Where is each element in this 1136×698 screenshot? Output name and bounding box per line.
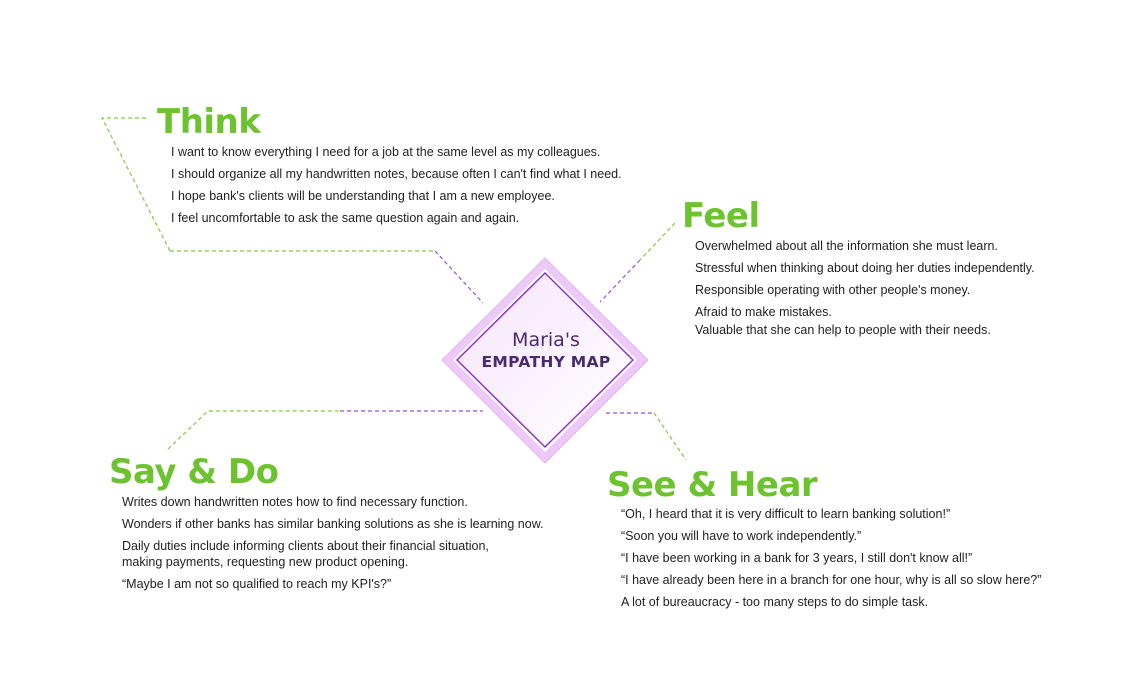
- feel-heading: Feel: [682, 196, 760, 236]
- say-do-item: Writes down handwritten notes how to fin…: [122, 495, 468, 509]
- feel-item: Stressful when thinking about doing her …: [695, 261, 1035, 275]
- persona-name: Maria's: [512, 329, 580, 351]
- see-hear-list: “Oh, I heard that it is very difficult t…: [621, 506, 1041, 616]
- feel-list: Overwhelmed about all the information sh…: [695, 238, 1035, 344]
- feel-connector: [599, 222, 676, 303]
- center-diamond: [441, 257, 649, 464]
- think-item: I want to know everything I need for a j…: [171, 145, 601, 159]
- see-hear-item: “I have already been here in a branch fo…: [621, 573, 1042, 587]
- see-hear-item: A lot of bureaucracy - too many steps to…: [621, 595, 929, 609]
- feel-item: Afraid to make mistakes.: [695, 305, 832, 319]
- say-do-item: “Maybe I am not so qualified to reach my…: [122, 577, 392, 591]
- see-hear-item: “Soon you will have to work independentl…: [621, 529, 862, 543]
- see-hear-connector: [606, 412, 687, 461]
- see-hear-item: “Oh, I heard that it is very difficult t…: [621, 507, 951, 521]
- see-hear-item: “I have been working in a bank for 3 yea…: [621, 551, 973, 565]
- empathy-map-title: Maria's EMPATHY MAP: [446, 328, 646, 372]
- feel-item: Responsible operating with other people'…: [695, 283, 971, 297]
- think-connector: [101, 117, 484, 304]
- say-do-item: Wonders if other banks has similar banki…: [122, 517, 544, 531]
- say-do-connector: [167, 410, 483, 450]
- think-heading: Think: [157, 102, 261, 142]
- think-list: I want to know everything I need for a j…: [171, 144, 622, 232]
- think-item: I hope bank's clients will be understand…: [171, 189, 555, 203]
- say-do-list: Writes down handwritten notes how to fin…: [122, 494, 544, 598]
- see-hear-heading: See & Hear: [607, 465, 818, 505]
- say-do-item: Daily duties include informing clients a…: [122, 539, 489, 569]
- think-item: I should organize all my handwritten not…: [171, 167, 622, 181]
- feel-item: Overwhelmed about all the information sh…: [695, 239, 998, 253]
- think-item: I feel uncomfortable to ask the same que…: [171, 211, 520, 225]
- feel-item: Valuable that she can help to people wit…: [695, 323, 991, 337]
- map-label: EMPATHY MAP: [481, 353, 611, 371]
- say-do-heading: Say & Do: [109, 452, 279, 492]
